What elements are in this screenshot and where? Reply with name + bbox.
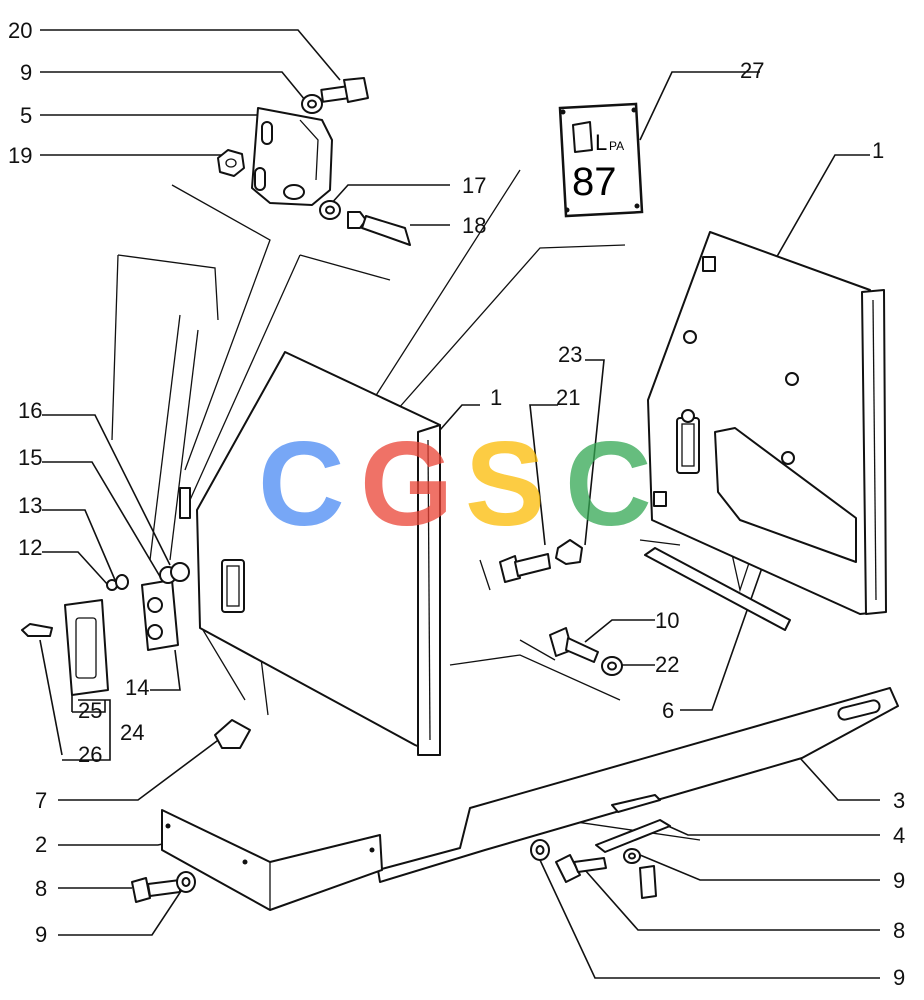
- callout-17: 17: [462, 173, 486, 198]
- long-bar-3: [377, 687, 899, 883]
- callout-labels: 20 9 5 19 17 18 27 1 1 21 23 16 15 13 12…: [8, 18, 905, 990]
- nut-19: [217, 149, 245, 177]
- bracket-2: [161, 809, 383, 911]
- callout-5: 5: [20, 103, 32, 128]
- callout-4: 4: [893, 823, 905, 848]
- callout-1: 1: [490, 385, 502, 410]
- door-panel-1-right: [647, 231, 887, 615]
- callout-1: 1: [872, 138, 884, 163]
- bumper-7: [214, 719, 251, 749]
- bolt-8-right: [639, 865, 657, 899]
- plate-suffix: PA: [609, 139, 624, 153]
- callout-16: 16: [18, 398, 42, 423]
- callout-12: 12: [18, 535, 42, 560]
- plate-27: L PA 87: [558, 102, 644, 218]
- plate-4: [595, 794, 671, 853]
- callout-9: 9: [20, 60, 32, 85]
- callout-19: 19: [8, 143, 32, 168]
- callout-26: 26: [78, 742, 102, 767]
- bolt-10: [549, 627, 599, 663]
- callout-7: 7: [35, 788, 47, 813]
- latch-assembly-14: [141, 562, 190, 651]
- washer-9-right: [623, 848, 641, 864]
- callout-21: 21: [556, 385, 580, 410]
- nut-23: [555, 539, 583, 565]
- callout-15: 15: [18, 445, 42, 470]
- callout-25: 25: [78, 698, 102, 723]
- callout-9: 9: [35, 922, 47, 947]
- bolt-20: [320, 77, 369, 103]
- callout-8: 8: [35, 876, 47, 901]
- watermark: C G S C: [258, 417, 652, 551]
- frame-side-outline: [111, 254, 219, 561]
- callout-2: 2: [35, 832, 47, 857]
- screw-26: [21, 623, 53, 637]
- callout-13: 13: [18, 493, 42, 518]
- bolt-8-left: [131, 877, 181, 903]
- washer-12-nut-13: [106, 574, 129, 591]
- washer-9-middle: [530, 839, 550, 861]
- watermark-letter-c2: C: [565, 417, 652, 551]
- pin-18: [347, 211, 411, 246]
- plate-number: 87: [572, 160, 617, 204]
- callout-20: 20: [8, 18, 32, 43]
- callout-18: 18: [462, 213, 486, 238]
- callout-22: 22: [655, 652, 679, 677]
- washer-22: [601, 656, 623, 676]
- washer-9-top: [301, 94, 323, 114]
- watermark-letter-c1: C: [258, 417, 345, 551]
- callout-6: 6: [662, 698, 674, 723]
- callout-9: 9: [893, 868, 905, 893]
- watermark-letter-g: G: [360, 417, 453, 551]
- callout-9: 9: [893, 965, 905, 990]
- bracket-5: [251, 107, 333, 206]
- callout-8: 8: [893, 918, 905, 943]
- callout-14: 14: [125, 675, 149, 700]
- seal-strip-6: [644, 547, 791, 631]
- bolt-8-middle: [555, 854, 607, 883]
- bolt-21: [499, 553, 551, 583]
- callout-3: 3: [893, 788, 905, 813]
- callout-27: 27: [740, 58, 764, 83]
- watermark-letter-s: S: [465, 417, 545, 551]
- callout-24: 24: [120, 720, 144, 745]
- washer-9-left: [176, 871, 196, 893]
- callout-10: 10: [655, 608, 679, 633]
- plate-prefix: L: [595, 130, 607, 155]
- callout-23: 23: [558, 342, 582, 367]
- gasket-25: [64, 599, 109, 696]
- door-panel-1-center: [196, 351, 441, 756]
- washer-17: [319, 200, 341, 220]
